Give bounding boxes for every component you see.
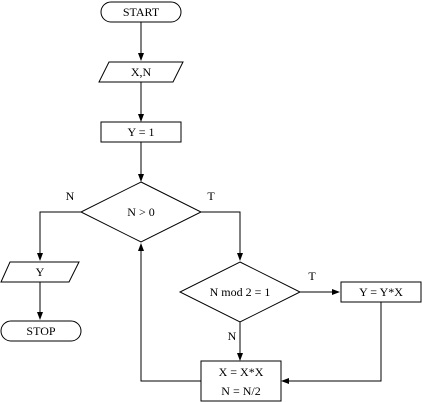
parity-condition-label: N mod 2 = 1	[210, 285, 271, 299]
multiply-process-shape	[340, 281, 422, 303]
loop-decision: N > 0	[79, 181, 203, 243]
arrowhead-init	[138, 114, 144, 122]
arrowhead-stop	[37, 312, 43, 320]
stop-terminal-shape	[0, 320, 82, 342]
parity-decision: N mod 2 = 1	[178, 261, 302, 323]
connector-loop-true	[200, 211, 241, 257]
arrowhead-loop	[138, 174, 144, 182]
input-label: X,N	[131, 65, 152, 79]
connector-loop-false	[39, 211, 81, 257]
update-process-shape	[200, 360, 282, 402]
arrowhead-multiply	[332, 289, 340, 295]
init-process: Y = 1	[100, 121, 182, 143]
output-parallelogram: Y	[0, 261, 80, 283]
arrowhead-square	[237, 353, 243, 361]
input-parallelogram: X,N	[98, 61, 184, 83]
arrowhead-parity	[237, 253, 243, 261]
parity-true-branch-label: T	[308, 269, 316, 283]
start-terminal-shape	[100, 1, 182, 23]
square-x-label: X = X*X	[219, 365, 264, 379]
multiply-process: Y = Y*X	[340, 281, 422, 303]
arrowhead-loop-back	[138, 243, 144, 251]
connector-multiply-square	[285, 302, 382, 382]
update-process: X = X*X N = N/2	[200, 360, 282, 402]
stop-label: STOP	[26, 324, 55, 338]
stop-terminal: STOP	[0, 320, 82, 342]
start-label: START	[123, 5, 160, 19]
loop-false-branch-label: N	[66, 189, 75, 203]
connectors	[37, 22, 382, 384]
loop-decision-shape	[79, 181, 203, 243]
loop-true-branch-label: T	[207, 189, 215, 203]
start-terminal: START	[100, 1, 182, 23]
arrowhead-update-from-multiply	[281, 378, 289, 384]
input-parallelogram-shape	[98, 61, 184, 83]
halve-n-label: N = N/2	[221, 384, 260, 398]
parity-false-branch-label: N	[228, 329, 237, 343]
arrowhead-input	[138, 53, 144, 61]
init-process-shape	[100, 121, 182, 143]
loop-condition-label: N > 0	[127, 205, 154, 219]
init-label: Y = 1	[128, 125, 155, 139]
output-label: Y	[36, 265, 45, 279]
arrowhead-output	[37, 253, 43, 261]
parity-decision-shape	[178, 261, 302, 323]
multiply-y-label: Y = Y*X	[359, 285, 403, 299]
output-parallelogram-shape	[0, 261, 80, 283]
connector-loop-back	[140, 247, 201, 382]
